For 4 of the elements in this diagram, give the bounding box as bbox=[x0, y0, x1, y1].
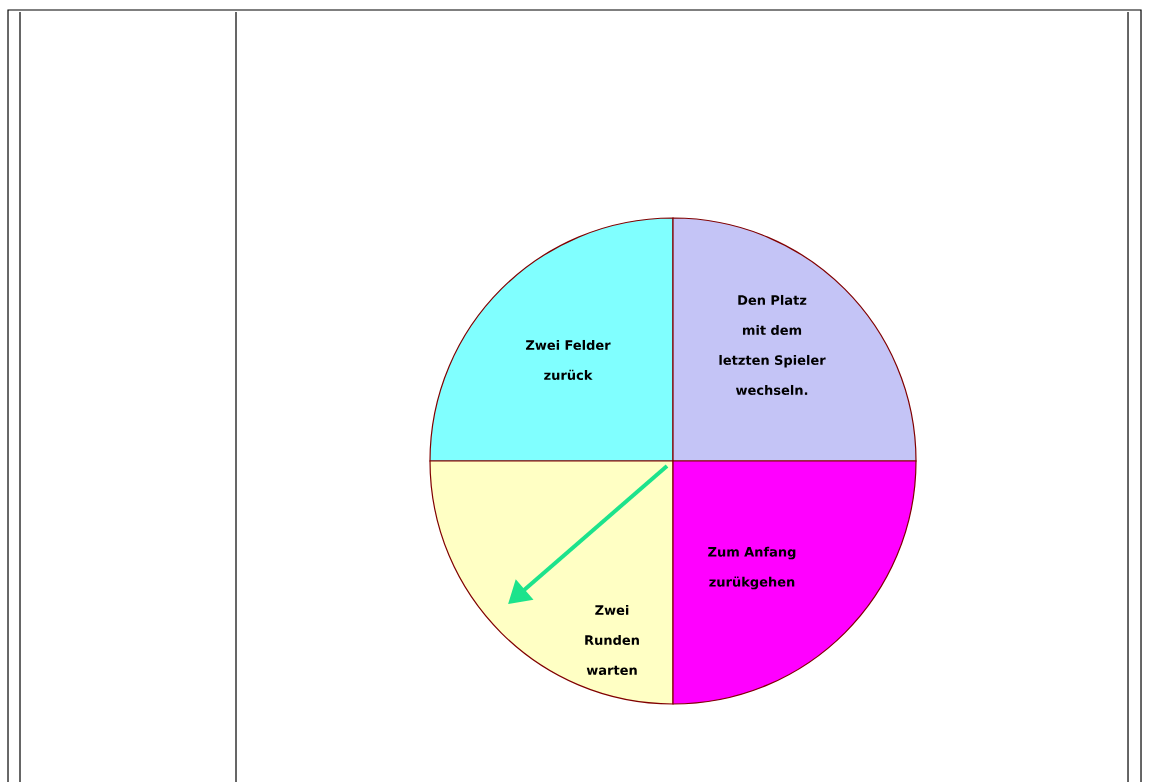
spinner-segment: Zwei Felder zurück bbox=[429, 217, 674, 462]
spinner-segment: Zum Anfang zurükgehen bbox=[672, 460, 917, 705]
spinner-segment: Den Platz mit dem letzten Spieler wechseln. bbox=[672, 217, 917, 462]
spinner-segment: Zwei Runden warten bbox=[429, 460, 674, 705]
